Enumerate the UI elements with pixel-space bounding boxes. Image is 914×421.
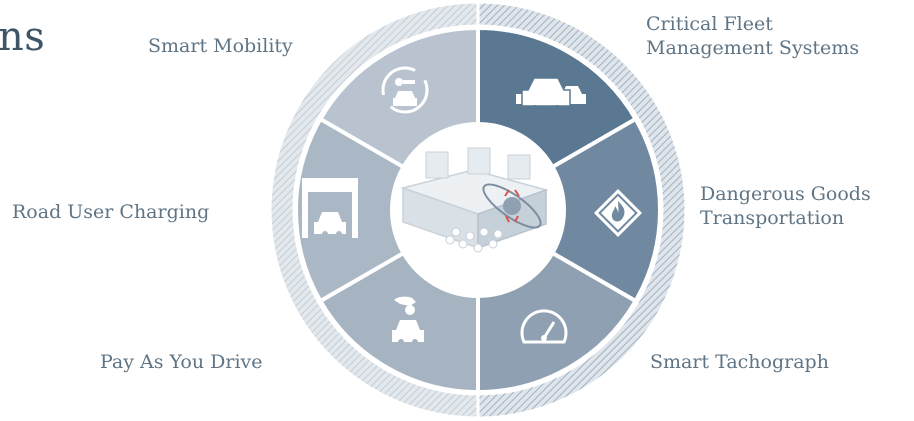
- label-smart-mobility: Smart Mobility: [148, 34, 293, 58]
- fleet-cars-icon: [516, 77, 586, 111]
- label-line: Dangerous Goods: [700, 183, 871, 205]
- label-line: Pay As You Drive: [100, 351, 263, 373]
- label-line: Road User Charging: [12, 201, 210, 223]
- flammable-hazard-icon: [593, 188, 643, 238]
- toll-gate-icon: [302, 178, 358, 238]
- secure-chip-icon: [400, 147, 549, 253]
- label-line: Smart Tachograph: [650, 351, 829, 373]
- speedometer-icon: [520, 309, 568, 344]
- label-line: Transportation: [700, 207, 845, 229]
- label-road-user-charging: Road User Charging: [12, 200, 209, 224]
- page-title-fragment: ns: [0, 14, 46, 60]
- label-pay-as-you-drive: Pay As You Drive: [100, 350, 263, 374]
- hand-coin-car-icon: [392, 296, 424, 345]
- segment-smart-tachograph: [476, 250, 639, 395]
- label-line: Critical Fleet: [646, 13, 773, 35]
- label-line: Management Systems: [646, 37, 860, 59]
- car-sharing-cycle-icon: [381, 66, 429, 114]
- label-smart-tachograph: Smart Tachograph: [650, 350, 829, 374]
- segment-road-user-charging: [294, 116, 407, 304]
- label-line: Smart Mobility: [148, 35, 293, 57]
